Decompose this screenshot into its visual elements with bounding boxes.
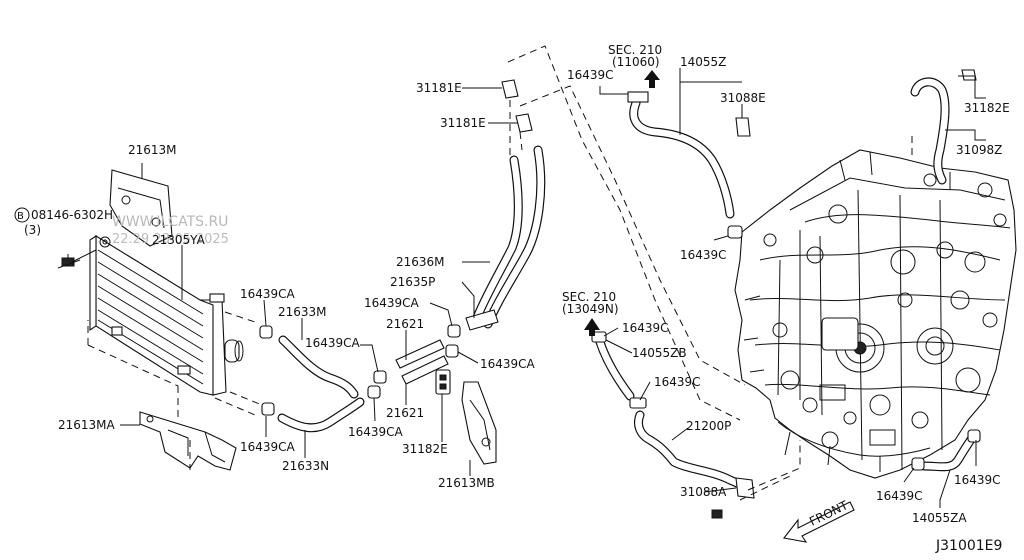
- clamp-16439ca-group: [259, 324, 461, 416]
- label-31181e-2: 31181E: [440, 116, 486, 130]
- label-31088a: 31088A: [680, 485, 727, 499]
- bolt-symbol-letter: B: [17, 211, 24, 222]
- bolt-symbol-icon: [14, 207, 30, 223]
- bolt-08146: [57, 249, 97, 269]
- label-sec210-top: SEC. 210: [608, 43, 662, 57]
- label-16439ca-5: 16439CA: [240, 440, 296, 454]
- label-16439ca-3: 16439CA: [364, 296, 420, 310]
- hose-21633m: [278, 335, 359, 399]
- diagram-code: J31001E9: [935, 538, 1002, 554]
- label-21633m: 21633M: [278, 305, 327, 319]
- label-sec210-mid: SEC. 210: [562, 290, 616, 304]
- label-08146: 08146-6302H: [31, 208, 113, 222]
- tube-21636m: [471, 145, 546, 329]
- leader-lines: [120, 68, 986, 508]
- label-sec210-top-code: (11060): [612, 55, 660, 69]
- label-16439c-5: 16439C: [876, 489, 923, 503]
- label-21200p: 21200P: [686, 419, 731, 433]
- label-sec210-mid-code: (13049N): [562, 302, 619, 316]
- label-16439ca-2: 16439CA: [305, 336, 361, 350]
- label-16439c-3: 16439C: [622, 321, 669, 335]
- pipe-21621: [395, 339, 449, 385]
- watermark-site: WWW.ILCATS.RU: [112, 214, 228, 230]
- label-31098z: 31098Z: [956, 143, 1002, 157]
- hose-21635p: [465, 309, 499, 331]
- pipe-21200p: [633, 410, 755, 519]
- cooler-dashed-outline: [87, 311, 263, 470]
- arrow-sec210-mid: [584, 318, 600, 336]
- hose-21633n: [277, 397, 365, 433]
- dashed-bottom: [739, 440, 801, 501]
- label-21305ya: 21305YA: [152, 233, 206, 247]
- label-31088e: 31088E: [720, 91, 766, 105]
- label-31182e-2: 31182E: [964, 101, 1010, 115]
- label-31182e-1: 31182E: [402, 442, 448, 456]
- arrow-sec210-top: [644, 70, 660, 88]
- label-16439ca-4: 16439CA: [480, 357, 536, 371]
- transmission-assembly: [734, 149, 1017, 479]
- label-21613ma: 21613MA: [58, 418, 116, 432]
- label-31181e-1: 31181E: [416, 81, 462, 95]
- label-21621-1: 21621: [386, 317, 424, 331]
- clip-31182e: [435, 369, 451, 395]
- label-16439ca-6: 16439CA: [348, 425, 404, 439]
- label-14055z: 14055Z: [680, 55, 726, 69]
- hose-31098z: [910, 69, 977, 185]
- label-14055za: 14055ZA: [912, 511, 967, 525]
- clip-31181e: [501, 79, 533, 133]
- label-21633n: 21633N: [282, 459, 329, 473]
- hose-14055zb: [591, 331, 647, 409]
- bracket-21613ma: [139, 411, 237, 471]
- hose-14055za: [911, 429, 981, 472]
- label-21635p: 21635P: [390, 275, 435, 289]
- label-16439c-2: 16439C: [680, 248, 727, 262]
- label-16439ca-1: 16439CA: [240, 287, 296, 301]
- bracket-21613mb: [461, 381, 497, 465]
- label-21621-2: 21621: [386, 406, 424, 420]
- bracket-21613m: [109, 169, 173, 247]
- label-16439c-6: 16439C: [954, 473, 1001, 487]
- label-08146-qty: (3): [24, 223, 41, 237]
- hose-14055z: [627, 91, 751, 239]
- label-front: FRONT: [807, 498, 851, 529]
- label-16439c-4: 16439C: [654, 375, 701, 389]
- center-dashed-lines: [507, 45, 746, 421]
- label-16439c-1: 16439C: [567, 68, 614, 82]
- label-21613m: 21613M: [128, 143, 177, 157]
- label-21613mb: 21613MB: [438, 476, 495, 490]
- label-14055zb: 14055ZB: [632, 346, 687, 360]
- oil-cooler-21305ya: [89, 234, 244, 396]
- watermark-date: 22.29 28-05-2025: [112, 232, 229, 247]
- front-arrow-icon: [783, 501, 855, 543]
- label-21636m: 21636M: [396, 255, 445, 269]
